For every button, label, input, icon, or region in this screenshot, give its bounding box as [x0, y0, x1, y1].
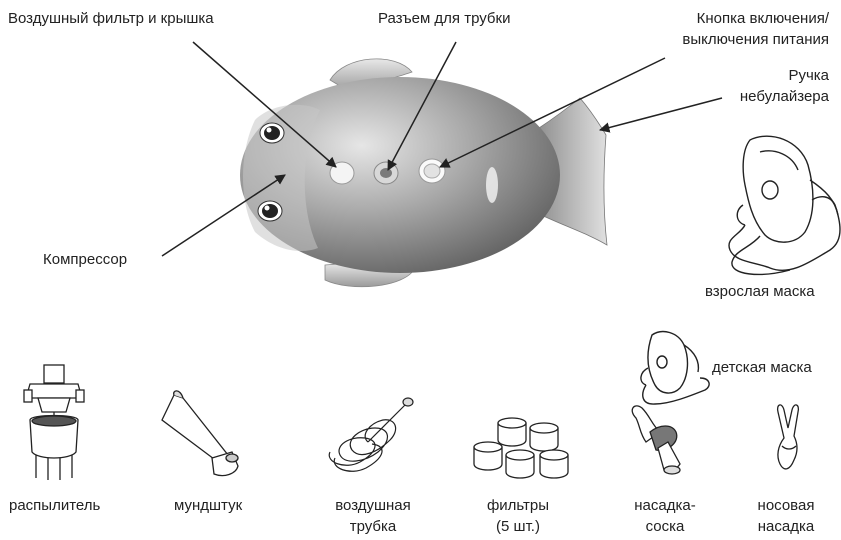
label-power-button-line2: выключения питания	[640, 31, 829, 49]
nebulizer-icon	[24, 365, 84, 480]
filter-1	[498, 418, 526, 446]
filter-2	[530, 423, 558, 451]
adult-mask-icon	[729, 136, 840, 274]
power-button	[419, 159, 445, 183]
filter-3	[474, 442, 502, 470]
label-handle-line2: небулайзера	[700, 88, 829, 106]
compressor-body	[240, 59, 607, 287]
air-tube-icon	[329, 398, 413, 471]
label-air-tube-line2: трубка	[318, 518, 428, 536]
label-filters-line2: (5 шт.)	[468, 518, 568, 536]
child-mask-icon	[641, 332, 709, 404]
label-nipple-line2: соска	[615, 518, 715, 536]
eye-top	[260, 123, 284, 143]
tube-connector	[374, 162, 398, 184]
filters-icon	[474, 418, 568, 478]
label-air-tube-line1: воздушная	[318, 497, 428, 515]
label-mouthpiece: мундштук	[174, 497, 242, 515]
label-nasal-line2: насадка	[736, 518, 836, 536]
mouthpiece-icon	[162, 391, 238, 476]
nipple-attachment-icon	[632, 406, 680, 474]
label-filters-line1: фильтры	[468, 497, 568, 515]
filter-5	[540, 450, 568, 478]
label-compressor: Компрессор	[43, 251, 127, 269]
filter-4	[506, 450, 534, 478]
label-child-mask: детская маска	[712, 359, 812, 377]
label-nipple-line1: насадка-	[615, 497, 715, 515]
label-nebulizer: распылитель	[9, 497, 100, 515]
nasal-attachment-icon	[778, 405, 799, 469]
label-air-filter: Воздушный фильтр и крышка	[8, 10, 214, 28]
label-adult-mask: взрослая маска	[705, 283, 815, 301]
label-power-button-line1: Кнопка включения/	[640, 10, 829, 28]
label-tube-connector: Разъем для трубки	[378, 10, 510, 28]
eye-bottom	[258, 201, 282, 221]
shell-highlight	[486, 167, 498, 203]
label-handle-line1: Ручка	[700, 67, 829, 85]
label-nasal-line1: носовая	[736, 497, 836, 515]
